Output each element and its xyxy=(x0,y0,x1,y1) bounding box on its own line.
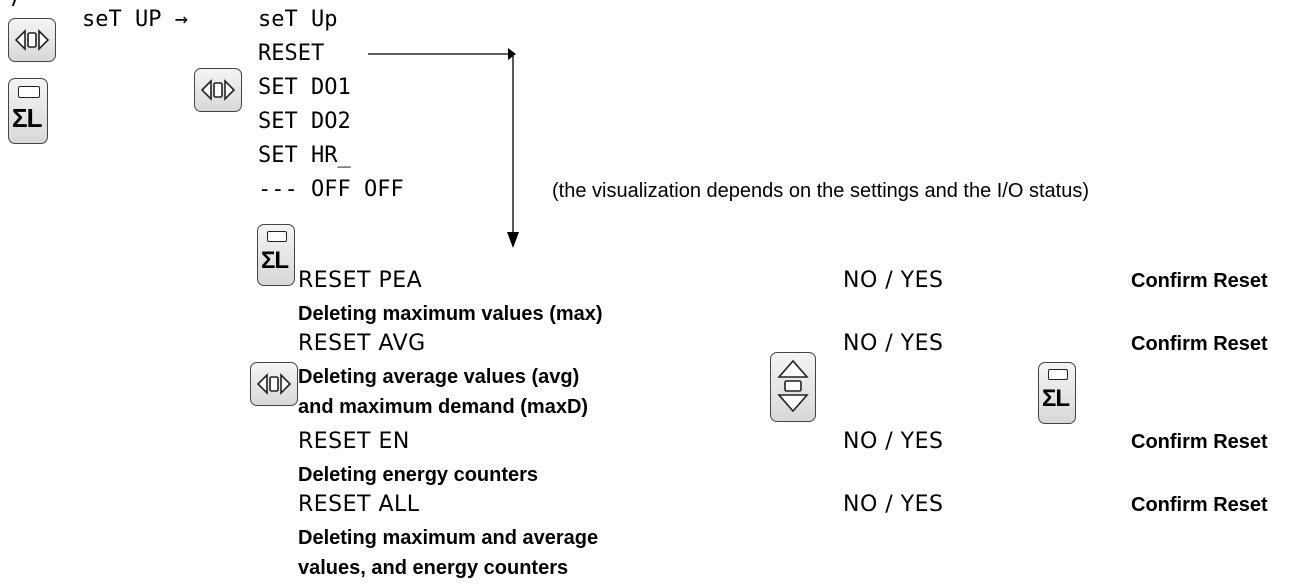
key-indicator-icon xyxy=(18,86,40,98)
key-indicator-icon xyxy=(267,231,287,242)
reset-all-confirm[interactable]: Confirm Reset xyxy=(1131,494,1268,516)
reset-en-choice[interactable]: NO / YES xyxy=(843,429,944,454)
reset-avg-desc-line2: and maximum demand (maxD) xyxy=(298,396,589,418)
left-right-arrows-key-icon[interactable] xyxy=(8,18,56,62)
reset-avg-desc-line1: Deleting average values (avg) xyxy=(298,366,580,388)
reset-pea-choice[interactable]: NO / YES xyxy=(843,268,944,293)
reset-avg-choice[interactable]: NO / YES xyxy=(843,331,944,356)
left-right-arrows-key-icon[interactable] xyxy=(194,68,242,112)
reset-pea-label[interactable]: RESET PEA xyxy=(298,268,423,293)
sigma-L-key-icon[interactable]: ΣL xyxy=(1038,362,1076,424)
menu-item-reset[interactable]: RESET xyxy=(258,41,325,66)
left-right-arrows-key-icon[interactable] xyxy=(250,362,298,406)
reset-en-label[interactable]: RESET EN xyxy=(298,429,410,454)
key-sigma-l-label: ΣL xyxy=(12,103,43,133)
menu-item-off-off[interactable]: --- OFF OFF xyxy=(258,177,404,202)
up-down-arrows-key-icon[interactable] xyxy=(770,352,816,422)
key-indicator-icon xyxy=(1048,369,1068,380)
reset-all-choice[interactable]: NO / YES xyxy=(843,492,944,517)
sigma-L-key-icon[interactable]: ΣL xyxy=(257,224,295,286)
key-sigma-l-label: ΣL xyxy=(1042,385,1070,412)
menu-start-label: seT UP → xyxy=(82,7,188,32)
reset-all-desc-line1: Deleting maximum and average xyxy=(298,527,599,549)
menu-item-set-hr[interactable]: SET HR_ xyxy=(258,143,351,168)
reset-avg-label[interactable]: RESET AVG xyxy=(298,331,426,356)
reset-en-desc: Deleting energy counters xyxy=(298,464,539,486)
sigma-L-key-icon[interactable]: ΣL xyxy=(8,78,48,144)
menu-title: seT Up xyxy=(258,7,338,32)
visualization-note: (the visualization depends on the settin… xyxy=(552,180,1089,202)
reset-en-confirm[interactable]: Confirm Reset xyxy=(1131,431,1268,453)
key-sigma-l-label: ΣL xyxy=(261,247,289,274)
reset-all-label[interactable]: RESET ALL xyxy=(298,492,420,517)
reset-pea-desc: Deleting maximum values (max) xyxy=(298,303,603,325)
reset-pea-confirm[interactable]: Confirm Reset xyxy=(1131,270,1268,292)
reset-all-desc-line2: values, and energy counters xyxy=(298,557,569,579)
reset-avg-confirm[interactable]: Confirm Reset xyxy=(1131,333,1268,355)
menu-item-set-do2[interactable]: SET DO2 xyxy=(258,109,351,134)
menu-item-set-do1[interactable]: SET DO1 xyxy=(258,75,351,100)
